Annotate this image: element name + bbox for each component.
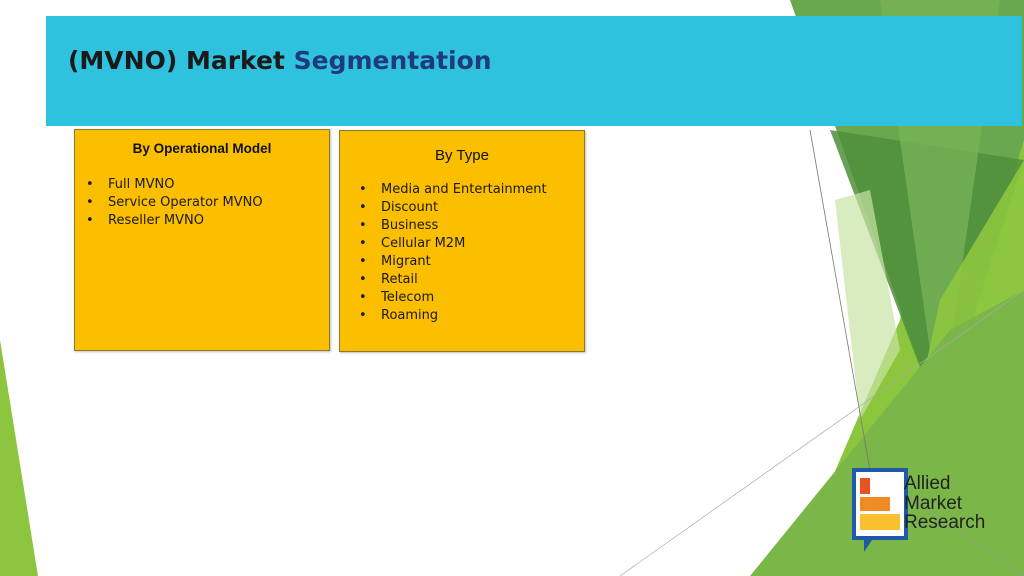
- logo-line: Market: [904, 492, 963, 514]
- list-item: Cellular M2M: [348, 235, 584, 253]
- logo-line: Research: [904, 512, 986, 533]
- list-item: Full MVNO: [75, 176, 329, 194]
- segment-box-type: By Type Media and Entertainment Discount…: [339, 130, 585, 352]
- segment-list: Full MVNO Service Operator MVNO Reseller…: [75, 176, 329, 230]
- list-item: Discount: [348, 199, 584, 217]
- title-accent: Segmentation: [293, 46, 492, 75]
- segment-box-operational-model: By Operational Model Full MVNO Service O…: [74, 129, 330, 351]
- allied-market-research-logo: Allied Market Research: [850, 466, 1010, 558]
- list-item: Reseller MVNO: [75, 212, 329, 230]
- list-item: Telecom: [348, 289, 584, 307]
- title-main: (MVNO) Market: [68, 46, 285, 75]
- page-title: (MVNO) Market Segmentation: [68, 46, 492, 75]
- list-item: Service Operator MVNO: [75, 194, 329, 212]
- segment-list: Media and Entertainment Discount Busines…: [340, 181, 584, 325]
- list-item: Roaming: [348, 307, 584, 325]
- list-item: Business: [348, 217, 584, 235]
- list-item: Migrant: [348, 253, 584, 271]
- logo-mark-icon: [852, 468, 908, 552]
- segment-heading: By Type: [435, 147, 489, 164]
- logo-text: Allied Market Research: [904, 474, 985, 533]
- list-item: Media and Entertainment: [348, 181, 584, 199]
- list-item: Retail: [348, 271, 584, 289]
- title-bar: (MVNO) Market Segmentation: [46, 16, 1022, 126]
- logo-line: Allied: [904, 473, 951, 494]
- segment-heading: By Operational Model: [132, 141, 272, 156]
